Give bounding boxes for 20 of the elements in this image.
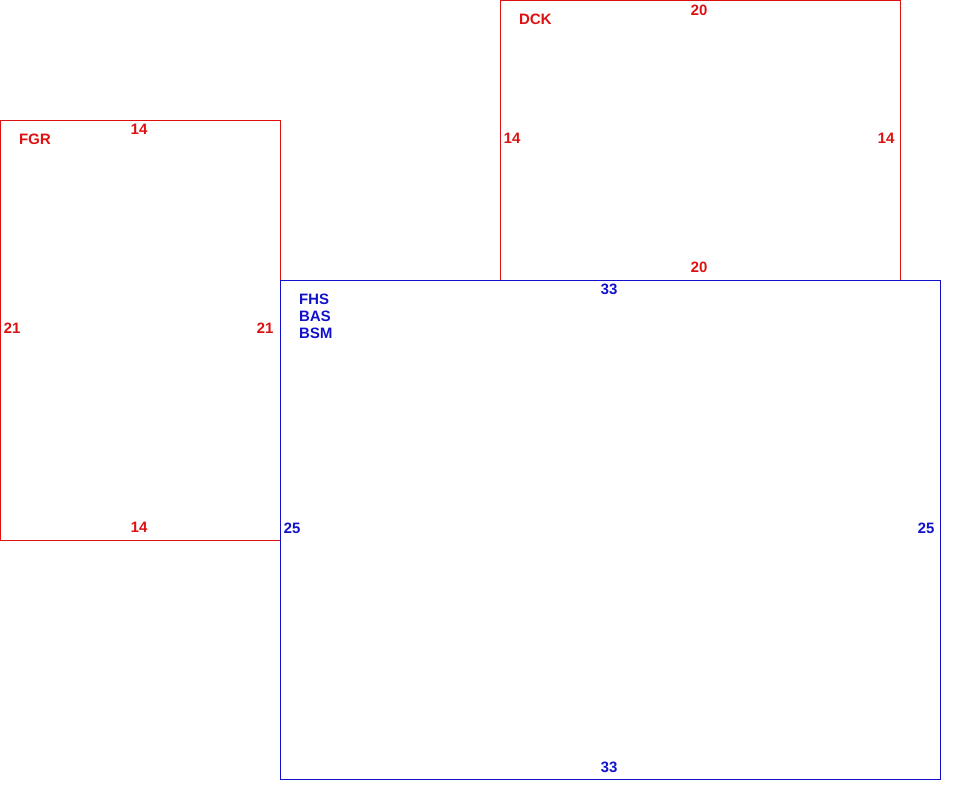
dimension-label: 21	[256, 321, 274, 337]
dimension-label: 14	[130, 122, 148, 138]
dimension-label: 33	[600, 282, 618, 298]
room-name: DCK	[519, 11, 552, 28]
room-name: FGR	[19, 131, 51, 148]
dimension-label: 25	[284, 521, 300, 537]
dimension-label: 25	[918, 521, 934, 537]
room-outline	[280, 280, 941, 780]
room-name: FHS	[299, 291, 330, 308]
dimension-label: 21	[4, 321, 20, 337]
room-name: BAS	[299, 308, 332, 325]
dimension-label: 33	[600, 760, 618, 776]
dimension-label: 20	[690, 3, 708, 19]
room-outline	[0, 120, 281, 541]
room-name: BSM	[299, 325, 332, 342]
dimension-label: 14	[504, 131, 520, 147]
dimension-label: 14	[878, 131, 894, 147]
room-outline	[500, 0, 901, 281]
dimension-label: 14	[130, 520, 148, 536]
dimension-label: 20	[690, 260, 708, 276]
